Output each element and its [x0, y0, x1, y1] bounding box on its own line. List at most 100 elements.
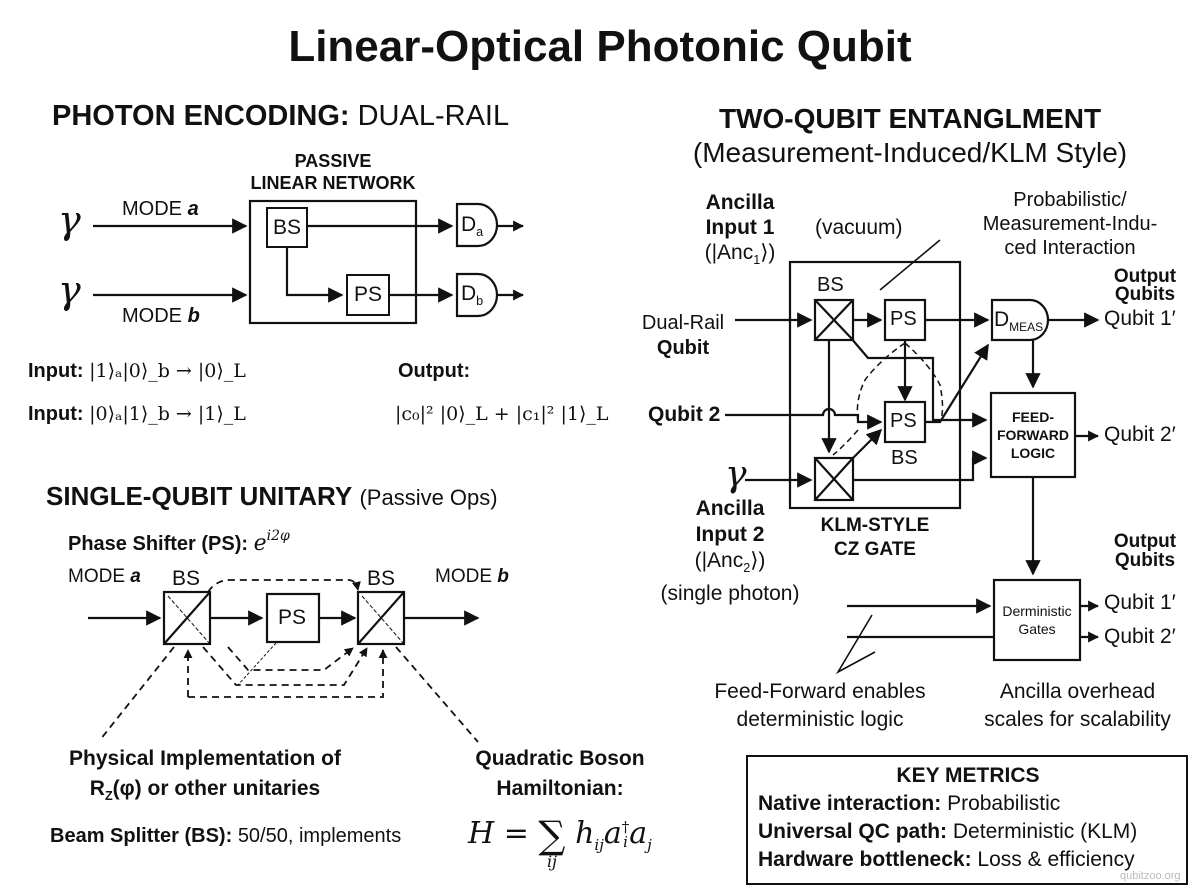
unitary-ps-label: PS [278, 606, 307, 629]
network-label-line2: LINEAR NETWORK [250, 173, 416, 193]
hamiltonian-h-sub: ij [594, 836, 604, 854]
beam-splitter-desc: 50/50, implements [237, 825, 402, 847]
qubit2-label: Qubit 2 [648, 403, 721, 426]
network-label-line1: PASSIVE [294, 151, 372, 171]
ff-note-line2: deterministic logic [736, 708, 904, 731]
bs2-label: BS [367, 567, 396, 590]
input2-math: |0⟩ₐ|1⟩_b → |1⟩_L [89, 403, 246, 425]
hamiltonian-h: h [575, 816, 595, 851]
unitary-heading-rest: (Passive Ops) [359, 485, 498, 510]
prob-line3: ced Interaction [1004, 237, 1136, 259]
ancilla1-state-sub: 1 [753, 253, 761, 268]
watermark: qubitzoo.org [1120, 870, 1181, 882]
unitary-mode-a-text: MODE [68, 566, 125, 587]
boson-line1: Quadratic Boson [475, 747, 645, 770]
physical-r-sub: Z [104, 789, 113, 804]
unitary-mode-a: MODE a [68, 566, 141, 588]
unitary-mode-b: MODE b [435, 566, 509, 588]
encoding-heading-rest: DUAL-RAIL [357, 100, 510, 132]
passive-network-label: PASSIVE LINEAR NETWORK [238, 150, 428, 194]
metric-label: Universal QC path: [758, 820, 948, 843]
detector-a-sub: a [476, 225, 484, 240]
photon-b-icon: γ [58, 268, 81, 312]
prob-pointer-line [879, 239, 941, 291]
hamiltonian-dagger: † [621, 818, 630, 836]
boson-line2: Hamiltonian: [496, 777, 624, 800]
ancilla2-label: Ancilla Input 2 (|Anc2⟩) (single photon) [640, 496, 820, 607]
det-gates-line2: Gates [1018, 621, 1056, 637]
unitary-heading: SINGLE-QUBIT UNITARY (Passive Ops) [46, 481, 498, 512]
ancilla1-line1: Ancilla [705, 191, 775, 214]
hamiltonian-sum-idx: ij [546, 852, 558, 871]
encoding-heading: PHOTON ENCODING: DUAL-RAIL [52, 100, 509, 133]
ps-box: PS [346, 274, 390, 316]
phase-shifter-e: e [253, 531, 267, 556]
ancilla1-label: Ancilla Input 1 (|Anc1⟩) [680, 190, 800, 273]
phase-shifter-row: Phase Shifter (PS): ei2φ [68, 528, 290, 556]
bs-box: BS [266, 207, 308, 248]
metric-label: Native interaction: [758, 792, 942, 815]
output-qubits-line2: Qubits [1114, 284, 1176, 305]
detector-a-label: Da [461, 213, 483, 239]
mode-a-label: MODE a [122, 198, 199, 221]
klm-gate-frame [788, 260, 962, 510]
feed-forward-label: FEED- FORWARD LOGIC [991, 408, 1075, 462]
output-qubits-line1: Output [1113, 266, 1177, 287]
ancilla-note-line2: scales for scalability [984, 708, 1171, 731]
unitary-mode-a-var: a [130, 566, 141, 587]
output-qubits-label: Output Qubits [1100, 266, 1190, 305]
output-qubits2-label: Output Qubits [1100, 532, 1190, 570]
qubit2-out-label: Qubit 2′ [1104, 423, 1176, 446]
klm-gate-label: KLM-STYLE CZ GATE [805, 514, 945, 562]
detector-a-shape [455, 202, 499, 248]
unitary-mode-b-text: MODE [435, 566, 492, 587]
deterministic-gates-box [992, 578, 1082, 662]
physical-phi: (φ) [112, 777, 142, 800]
passive-network-frame [248, 199, 418, 325]
ancilla2-state-sub: 2 [743, 561, 751, 576]
ps-top-label: PS [890, 308, 917, 330]
hamiltonian-a-sub: i [623, 833, 628, 851]
metric-value: Probabilistic [947, 792, 1061, 815]
prob-line2: Measurement-Indu- [982, 213, 1158, 235]
ps-mid-box [883, 400, 927, 444]
detector-b-d: D [461, 282, 477, 305]
page-title-text: Linear-Optical Photonic Qubit [288, 22, 912, 71]
bs1-label: BS [172, 567, 201, 590]
ancilla2-line2: Input 2 [695, 523, 765, 546]
detector-meas-label: DMEAS [994, 308, 1043, 334]
dual-rail-line2: Qubit [656, 337, 710, 359]
ancilla2-photon-icon: γ [725, 454, 747, 495]
output-qubits2-line1: Output [1113, 531, 1177, 552]
input2-label: Input: [28, 403, 84, 425]
physical-implementation-note: Physical Implementation of RZ(φ) or othe… [30, 744, 380, 811]
metrics-frame [746, 755, 1188, 885]
ancilla1-state-text: (|Anc [704, 241, 754, 264]
unitary-mode-b-var: b [497, 566, 509, 587]
output-math: |c₀|² |0⟩_L + |c₁|² |1⟩_L [395, 403, 609, 425]
boson-hamiltonian-note: Quadratic Boson Hamiltonian: [460, 744, 660, 804]
feed-forward-box [989, 391, 1077, 479]
mode-a-text: MODE [122, 198, 182, 220]
hamiltonian-sum-glyph: ∑ [538, 813, 566, 857]
bs-top-label: BS [817, 274, 844, 296]
ps-label: PS [353, 283, 382, 306]
hamiltonian-a2-sub: j [647, 836, 652, 854]
ancilla2-state: (|Anc2⟩) [640, 548, 820, 581]
encoding-heading-bold: PHOTON ENCODING: [52, 100, 350, 132]
entanglement-heading: TWO-QUBIT ENTANGLMENT [718, 103, 1102, 134]
bs-mid-label: BS [891, 447, 918, 469]
qubit1-out-label: Qubit 1′ [1104, 307, 1176, 330]
hamiltonian-sum: ∑ ij [538, 816, 565, 870]
ancilla2-state-text: (|Anc [694, 549, 744, 572]
det-gates-line1: Derministic [1002, 603, 1072, 619]
detector-meas-shape [990, 298, 1050, 342]
qubit2-arrow [725, 407, 883, 430]
photon-a-icon: γ [58, 198, 81, 242]
dual-rail-line1: Dual-Rail [641, 312, 725, 334]
detector-b-label: Db [461, 282, 483, 308]
mode-b-text: MODE [122, 305, 182, 327]
metric-value: Loss & efficiency [977, 848, 1135, 871]
gate-line1: KLM-STYLE [820, 515, 930, 536]
